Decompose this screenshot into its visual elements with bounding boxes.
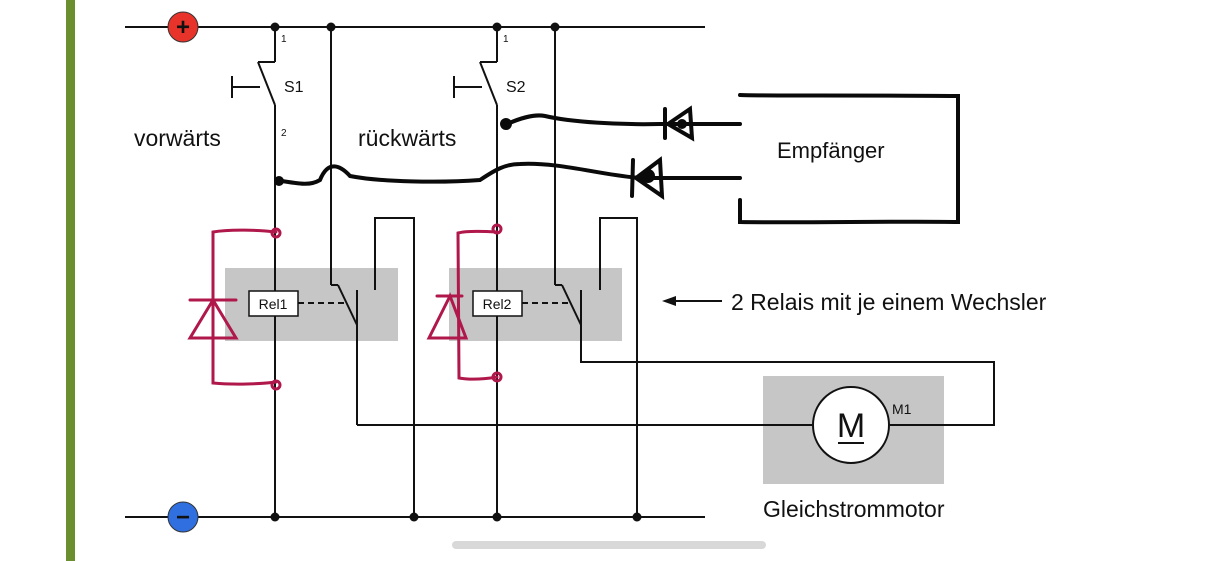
motor-name: Gleichstrommotor [763,496,945,522]
s1-contact-1: 1 [281,34,287,45]
backward-label: rückwärts [358,125,456,151]
rel2-coil [472,290,523,317]
wires [125,26,995,518]
horizontal-scrollbar[interactable] [452,541,766,549]
rel1-coil [248,290,299,317]
motor-symbol: M [837,407,865,445]
minus-terminal [167,501,199,533]
minus-symbol: − [176,504,190,531]
s1-label: S1 [284,79,304,96]
s2-label: S2 [506,79,526,96]
relay-note: 2 Relais mit je einem Wechsler [731,289,1047,315]
rel2-label: Rel2 [483,296,512,312]
receiver-label: Empfänger [777,138,885,163]
motor-id: M1 [892,401,912,417]
junction-dots [270,22,642,522]
plus-terminal [167,11,199,43]
rel1-label: Rel1 [259,296,288,312]
forward-label: vorwärts [134,125,221,151]
s2-contact-1: 1 [503,34,509,45]
s1-contact-2: 2 [281,128,287,139]
plus-symbol: + [176,14,190,41]
annotation-diodes [187,223,503,391]
hand-drawn-wires [274,93,960,225]
window-edge [66,0,75,561]
motor-symbol-circle [812,386,890,464]
